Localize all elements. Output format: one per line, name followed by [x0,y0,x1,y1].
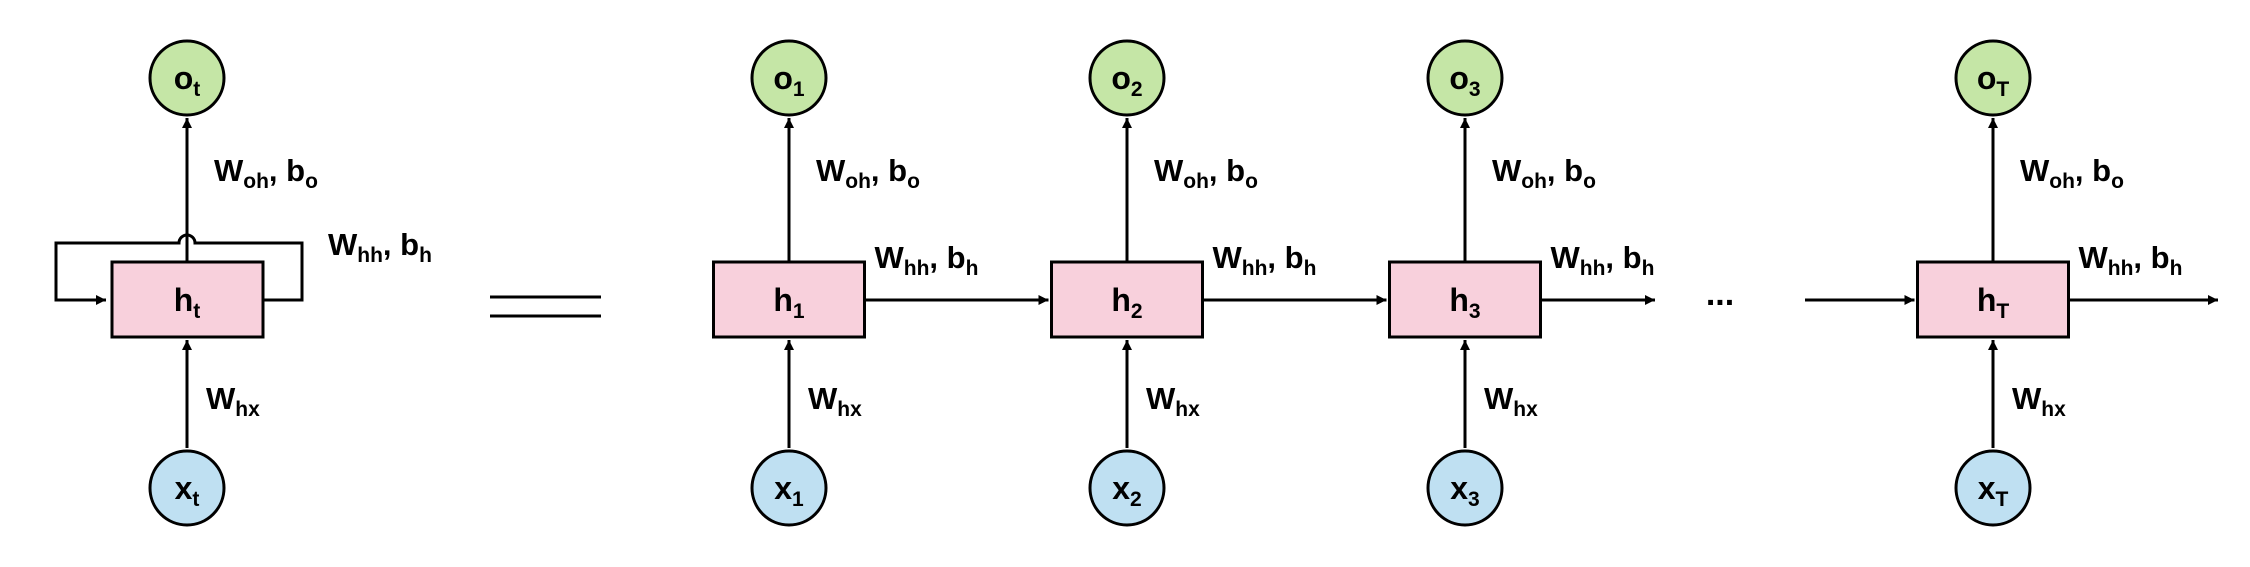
input-node [148,449,226,527]
output-node-label: oT [1977,60,2010,101]
output-node [750,39,828,117]
recurrent-weight-label: Whh, bh [875,240,979,280]
input-weight-label: Whx [808,381,862,421]
input-node-label: x1 [774,470,804,511]
equals-sign [490,295,601,318]
recurrent-weight-label: Whh, bh [328,227,432,267]
output-node-label: o1 [773,60,805,101]
input-node-label: x3 [1450,470,1479,511]
rolled-rnn: ot ht xt Woh, bo Whh, bh Whx [54,39,432,527]
input-node [1426,449,1504,527]
input-weight-label: Whx [2012,381,2066,421]
input-node [1088,449,1166,527]
ellipsis: ... [1706,275,1734,313]
input-node-label: x2 [1112,470,1141,511]
output-weight-label: Woh, bo [214,153,318,193]
output-node-label: o3 [1449,60,1480,101]
input-weight-label: Whx [1484,381,1538,421]
output-node [1426,39,1504,117]
output-node [1954,39,2032,117]
hidden-state-node [110,260,265,339]
hidden-node-label: h1 [773,282,805,323]
output-weight-label: Woh, bo [1492,153,1596,193]
output-node-label: ot [174,60,201,101]
hidden-node-label: h2 [1111,282,1142,323]
input-node [1954,449,2032,527]
input-weight-label: Whx [206,381,260,421]
hidden-state-node [1388,260,1542,339]
hidden-state-node [712,260,866,339]
input-node-label: xt [175,470,200,511]
recurrent-weight-label: Whh, bh [1213,240,1317,280]
output-node-label: o2 [1111,60,1142,101]
input-weight-label: Whx [1146,381,1200,421]
output-node [1088,39,1166,117]
hidden-state-node [1050,260,1204,339]
input-node [750,449,828,527]
hidden-node-label: ht [174,282,201,323]
output-weight-label: Woh, bo [1154,153,1258,193]
hidden-state-node [1916,260,2070,339]
output-node [148,39,226,117]
recurrent-weight-label: Whh, bh [2079,240,2183,280]
output-weight-label: Woh, bo [816,153,920,193]
input-node-label: xT [1978,470,2009,511]
hidden-node-label: hT [1977,282,2010,323]
recurrent-weight-label: Whh, bh [1551,240,1655,280]
hidden-node-label: h3 [1449,282,1480,323]
unrolled-steps: o1 h1 x1 Woh, bo Whh, bh Whx o2 h2 x2 Woh, bo Whh,… [712,39,2218,527]
output-weight-label: Woh, bo [2020,153,2124,193]
